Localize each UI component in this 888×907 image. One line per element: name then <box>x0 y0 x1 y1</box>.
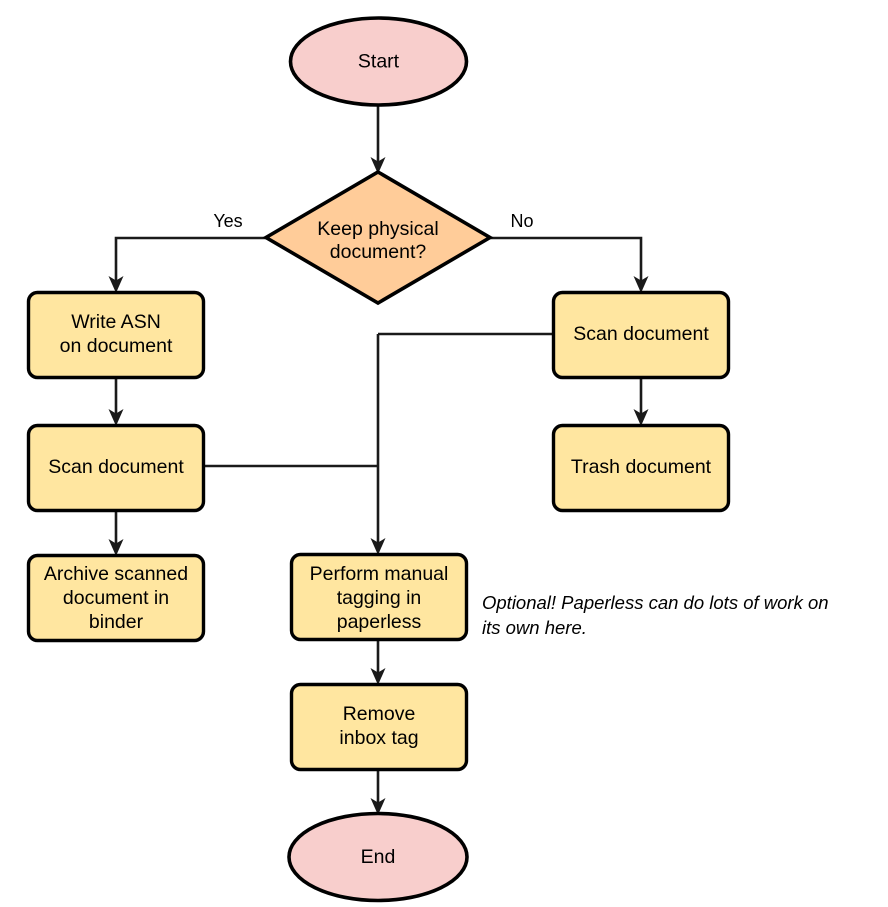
node-write-asn-on-document[interactable]: Write ASN on document <box>26 290 206 380</box>
tagging-label-line1: Perform manual <box>310 563 449 585</box>
write-asn-label-line1: Write ASN <box>71 311 161 333</box>
node-archive-scanned-document[interactable]: Archive scanned document in binder <box>26 553 206 643</box>
write-asn-label-line2: on document <box>60 335 173 357</box>
remove-inbox-label-line1: Remove <box>343 703 416 725</box>
scan-right-label: Scan document <box>573 323 709 345</box>
archive-label-line3: binder <box>89 611 144 633</box>
edge-decision-no-to-scan-right <box>490 236 649 293</box>
end-label: End <box>361 846 396 868</box>
archive-label-line2: document in <box>63 587 169 609</box>
edge-start-to-decision <box>370 105 386 174</box>
scan-right-box-shape <box>551 290 731 380</box>
edge-label-yes: Yes <box>213 211 242 231</box>
end-ellipse-shape <box>287 811 469 903</box>
annotation-line1: Optional! Paperless can do lots of work … <box>482 592 829 613</box>
write-asn-box-shape <box>26 290 206 380</box>
edge-scan-right-to-trash <box>633 378 649 426</box>
edge-junction-to-tagging <box>370 334 386 555</box>
decision-label-line1: Keep physical <box>317 218 438 240</box>
node-scan-document-left[interactable]: Scan document <box>26 423 206 513</box>
node-decision-keep-physical-document[interactable]: Keep physical document? <box>262 169 494 306</box>
edge-tagging-to-remove-inbox <box>370 641 386 685</box>
remove-inbox-label-line2: inbox tag <box>339 727 418 749</box>
node-start[interactable]: Start <box>288 16 469 107</box>
edge-scan-left-to-archive <box>108 511 124 556</box>
trash-box-shape <box>551 423 731 513</box>
archive-label-line1: Archive scanned <box>44 563 188 585</box>
node-remove-inbox-tag[interactable]: Remove inbox tag <box>289 682 469 772</box>
node-scan-document-right[interactable]: Scan document <box>551 290 731 380</box>
tagging-box-shape <box>289 552 469 642</box>
decision-diamond-shape <box>262 169 494 306</box>
remove-inbox-box-shape <box>289 682 469 772</box>
node-end[interactable]: End <box>287 811 469 903</box>
scan-left-box-shape <box>26 423 206 513</box>
archive-box-shape <box>26 553 206 643</box>
node-perform-manual-tagging[interactable]: Perform manual tagging in paperless <box>289 552 469 642</box>
start-ellipse-shape <box>288 16 469 107</box>
annotation-line2: its own here. <box>482 617 587 638</box>
node-trash-document[interactable]: Trash document <box>551 423 731 513</box>
edge-label-no: No <box>510 211 533 231</box>
decision-label-line2: document? <box>330 241 427 263</box>
scan-left-label: Scan document <box>48 456 184 478</box>
trash-label: Trash document <box>571 456 712 478</box>
tagging-label-line2: tagging in <box>337 587 422 609</box>
edge-decision-yes-to-write-asn <box>108 236 266 293</box>
annotation-note: Optional! Paperless can do lots of work … <box>482 592 829 638</box>
tagging-label-line3: paperless <box>337 611 422 633</box>
edge-remove-inbox-to-end <box>370 770 386 815</box>
edge-write-asn-to-scan-left <box>108 378 124 426</box>
start-label: Start <box>358 51 400 73</box>
